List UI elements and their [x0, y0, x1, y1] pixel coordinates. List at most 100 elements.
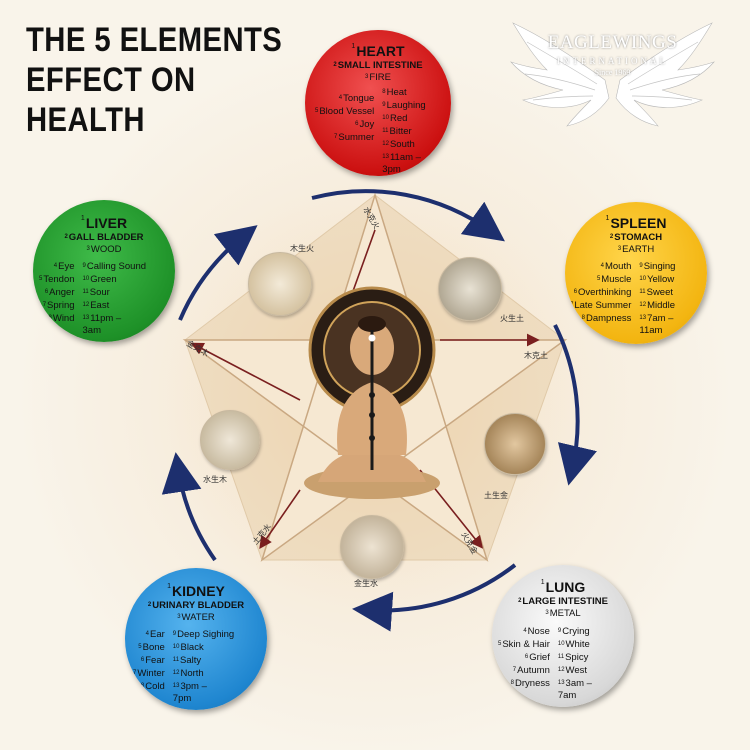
- kidney-attribute-right: 10Black: [173, 641, 234, 654]
- spleen-attribute-text: Yellow: [647, 274, 675, 285]
- spleen-attribute-text: Late Summer: [574, 300, 632, 311]
- cycle-arrow-water-wood: [161, 452, 217, 562]
- heart-attribute-right: 9Laughing: [382, 99, 425, 112]
- kidney-attribute-left: 5Bone: [133, 641, 165, 654]
- kidney-attribute-number: 13: [172, 683, 180, 689]
- kidney-attribute-text: Salty: [180, 655, 202, 666]
- heart-attribute-text: Red: [389, 113, 408, 124]
- spleen-attribute-number: 12: [639, 302, 647, 308]
- lung-attribute-text: Spicy: [565, 652, 589, 663]
- title-line-1: THE 5 ELEMENTS: [26, 21, 283, 59]
- annotation-wood-earth: 木克土: [524, 351, 548, 360]
- spleen-attribute-number: 7: [570, 302, 574, 308]
- liver-attribute-left: 8Wind: [39, 312, 75, 325]
- kidney-attribute-number: 8: [140, 683, 145, 689]
- liver-attribute-left: 4Eye: [39, 260, 75, 273]
- liver-attribute-text: Tendon: [43, 274, 75, 285]
- heart-attribute-left: 7Summer: [315, 131, 374, 144]
- lung-attribute-left: 7Autumn: [498, 664, 550, 677]
- heart-attribute-number: 9: [382, 102, 386, 108]
- fire-earth-image: [438, 257, 502, 321]
- kidney-attribute-text: Black: [180, 642, 204, 653]
- lung-attribute-number: 8: [510, 680, 515, 686]
- liver-attribute-right: 1311pm –: [83, 312, 147, 325]
- liver-attribute-text: East: [90, 300, 110, 311]
- wood-fire-image: [248, 252, 312, 316]
- heart-attribute-number: 7: [334, 134, 338, 140]
- cycle-arrow-wood-fire: [178, 225, 258, 321]
- lung-attribute-text: 7am: [557, 690, 577, 701]
- lung-attribute-right: 10White: [558, 638, 592, 651]
- lung-attribute-number: 9: [557, 628, 562, 634]
- lung-attribute-number: 12: [557, 667, 565, 673]
- liver-attribute-text: Green: [90, 274, 117, 285]
- spleen-attribute-right: 11am: [639, 325, 675, 337]
- liver-organ-name: 1LIVER: [80, 215, 128, 231]
- heart-attribute-right: 1311am –: [382, 151, 425, 164]
- heart-attribute-number: 6: [355, 121, 359, 127]
- spleen-paired-organ: 2STOMACH: [609, 232, 663, 243]
- kidney-attribute-number: 7: [133, 670, 137, 676]
- spleen-attribute-number: 9: [639, 263, 643, 269]
- liver-attribute-right: 12East: [83, 299, 147, 312]
- annotation-metal-water: 金生水: [354, 579, 378, 588]
- spleen-attribute-left: 8Dampness: [570, 312, 632, 325]
- lung-attribute-number: 13: [557, 680, 565, 686]
- liver-attribute-number: 9: [82, 263, 86, 269]
- spleen-attribute-number: 6: [573, 289, 578, 295]
- kidney-attribute-number: 12: [172, 670, 180, 676]
- spleen-attribute-text: Overthinking: [578, 287, 632, 298]
- kidney-attribute-text: Ear: [150, 629, 165, 640]
- heart-attribute-text: Blood Vessel: [319, 106, 375, 117]
- spleen-attribute-right: 10Yellow: [639, 273, 675, 286]
- title-line-2: EFFECT ON: [26, 61, 196, 99]
- kidney-paired-organ: 2URINARY BLADDER: [147, 600, 245, 611]
- kidney-attribute-number: 5: [138, 644, 142, 650]
- cycle-arrow-earth-metal: [553, 324, 597, 486]
- spleen-attribute-number: 13: [639, 315, 647, 321]
- liver-attribute-right: 11Sour: [83, 286, 147, 299]
- heart-attribute-left: 4Tongue: [315, 92, 375, 105]
- lung-attribute-right: 9Crying: [558, 625, 592, 638]
- control-arrow-metal-wood: [190, 342, 301, 401]
- lung-attribute-number: 7: [512, 667, 517, 673]
- spleen-attribute-number: 8: [581, 315, 585, 321]
- heart-attribute-number: 8: [382, 89, 386, 95]
- liver-attribute-number: 7: [42, 302, 47, 308]
- heart-attribute-text: Laughing: [386, 100, 426, 111]
- eaglewings-logo: EAGLEWINGS INTERNATIONAL Since 1969: [505, 18, 720, 138]
- spleen-attribute-right: 9Singing: [639, 260, 675, 273]
- spleen-attribute-number: 4: [600, 263, 604, 269]
- cycle-arrow-metal-water: [352, 563, 517, 632]
- spleen-attribute-right: 11Sweet: [639, 286, 675, 299]
- heart-attribute-text: Summer: [338, 132, 375, 143]
- wings-icon: [510, 22, 715, 127]
- lung-attribute-right: 11Spicy: [558, 651, 592, 664]
- heart-attribute-right: 8Heat: [382, 86, 425, 99]
- liver-attribute-number: 11: [82, 289, 89, 295]
- liver-attribute-number: 13: [82, 315, 90, 321]
- lung-attribute-left: 8Dryness: [498, 677, 550, 690]
- kidney-attribute-text: Fear: [145, 655, 165, 666]
- heart-element: 3FIRE: [365, 72, 391, 83]
- lung-attribute-text: Nose: [527, 626, 550, 637]
- kidney-attribute-left: 6Fear: [133, 654, 165, 667]
- spleen-attribute-number: 10: [639, 276, 647, 282]
- kidney-attribute-text: Deep Sighing: [177, 629, 235, 640]
- page-title: THE 5 ELEMENTS EFFECT ON HEALTH: [26, 20, 284, 140]
- liver-attribute-right: 9Calling Sound: [83, 260, 147, 273]
- liver-attribute-text: Anger: [49, 287, 75, 298]
- lung-attribute-left: 4Nose: [498, 625, 550, 638]
- liver-attribute-text: Calling Sound: [86, 261, 147, 272]
- heart-attribute-right: 12South: [382, 138, 425, 151]
- lung-attribute-right: 7am: [558, 690, 592, 702]
- earth-metal-image: [484, 413, 546, 475]
- spleen-attribute-right: 12Middle: [639, 299, 675, 312]
